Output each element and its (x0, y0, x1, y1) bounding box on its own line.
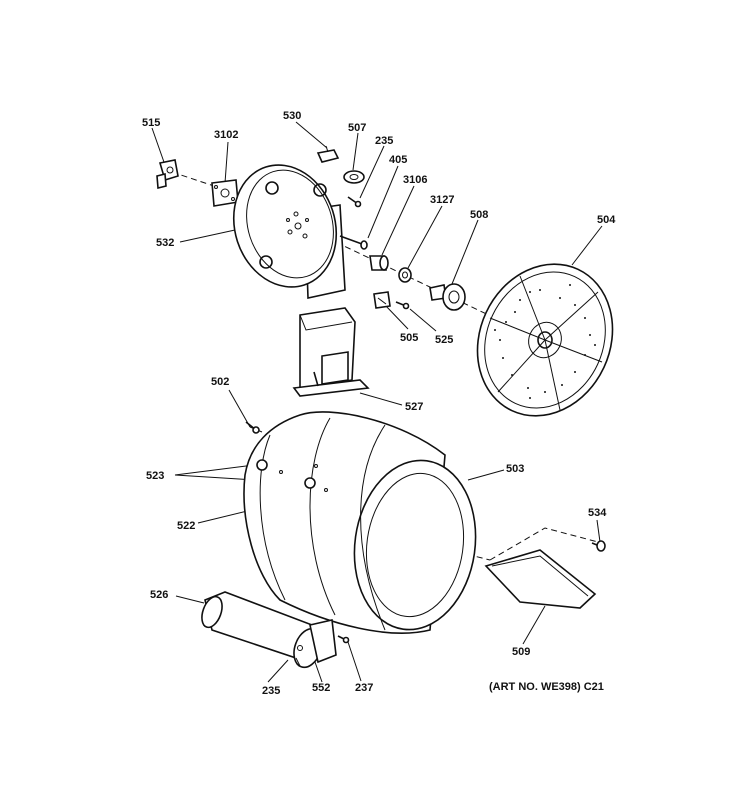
label-3102: 3102 (214, 129, 238, 141)
part-503-drum (243, 411, 477, 634)
label-504: 504 (597, 214, 616, 226)
part-237-screw (337, 635, 350, 644)
part-405-shaft (339, 235, 368, 250)
label-507: 507 (348, 122, 366, 134)
label-505: 505 (400, 332, 418, 344)
part-525-screw (395, 301, 410, 310)
part-527-bracket (292, 307, 370, 397)
part-507-bracket (343, 170, 365, 184)
part-3102-plate (211, 179, 239, 207)
label-530: 530 (283, 110, 301, 122)
part-3127-washer (398, 267, 412, 283)
label-527: 527 (405, 401, 423, 413)
part-532-rear-bulkhead (232, 164, 346, 299)
label-237: 237 (355, 682, 373, 694)
label-532: 532 (156, 237, 174, 249)
label-502: 502 (211, 376, 229, 388)
label-509: 509 (512, 646, 530, 658)
art-number-caption: (ART NO. WE398) C21 (489, 681, 604, 693)
part-504-drum-baffle (476, 263, 614, 417)
part-3106-bearing (369, 255, 389, 271)
part-509-duct (484, 549, 597, 609)
label-525: 525 (435, 334, 453, 346)
label-522: 522 (177, 520, 195, 532)
part-235-screw (347, 196, 362, 208)
label-405: 405 (389, 154, 407, 166)
part-508-hub (429, 283, 466, 311)
part-labels: 515 3102 530 507 235 405 3106 3127 508 5… (142, 110, 616, 697)
label-3127: 3127 (430, 194, 454, 206)
label-235-top: 235 (375, 135, 393, 147)
part-534-screw (591, 540, 606, 552)
label-534: 534 (588, 507, 607, 519)
label-515: 515 (142, 117, 160, 129)
part-502-screw (245, 421, 260, 434)
label-526: 526 (150, 589, 168, 601)
part-530-clip (316, 145, 340, 163)
label-552: 552 (312, 682, 330, 694)
label-523: 523 (146, 470, 164, 482)
part-515-bracket (156, 159, 179, 190)
label-508: 508 (470, 209, 488, 221)
part-505-clip (373, 291, 391, 309)
label-235-bottom: 235 (262, 685, 280, 697)
part-526-heater (201, 591, 337, 669)
label-503: 503 (506, 463, 524, 475)
label-3106: 3106 (403, 174, 427, 186)
leader-lines (151, 121, 603, 683)
